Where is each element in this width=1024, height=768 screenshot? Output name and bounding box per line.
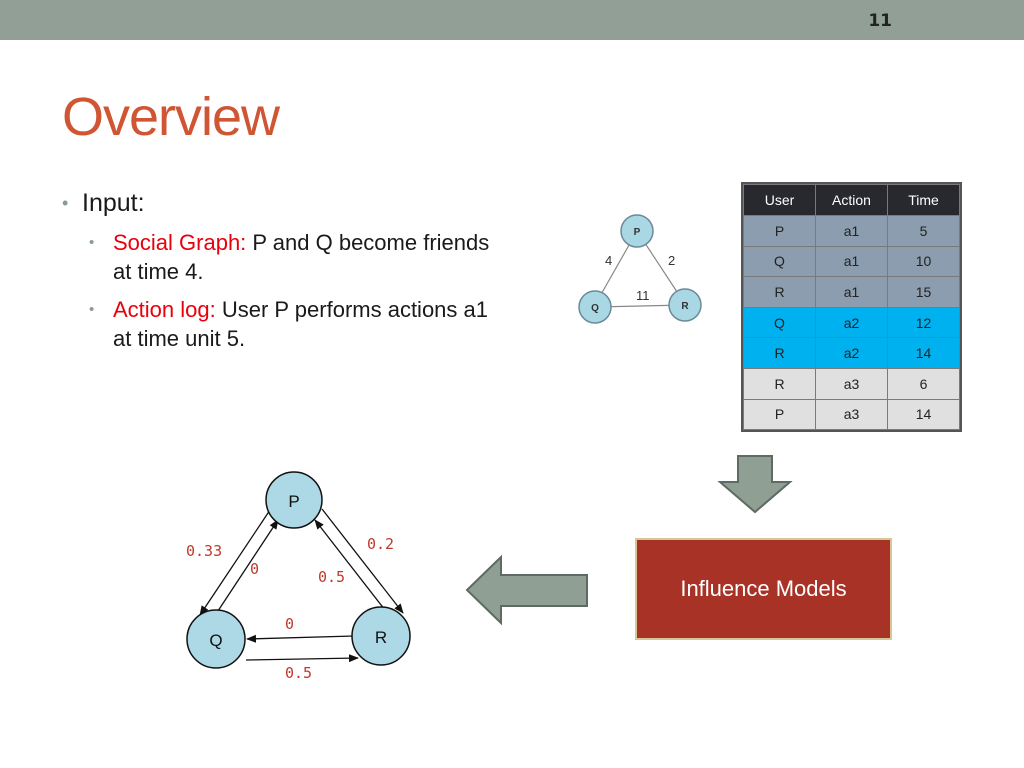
edge-label-r-to-p: 0.5 <box>318 568 345 586</box>
cell-user: R <box>743 276 816 308</box>
cell-time: 14 <box>887 398 960 431</box>
action-log-table: User Action Time P a1 5 Q a1 10 R a1 15 … <box>741 181 962 433</box>
sub-bullet-list: • Social Graph: P and Q become friends a… <box>87 228 502 353</box>
cell-time: 14 <box>887 337 960 369</box>
down-arrow-icon <box>717 455 793 514</box>
node-q <box>578 290 612 324</box>
cell-user: P <box>743 215 816 247</box>
input-label: Input: <box>82 189 145 217</box>
node-p-label: P <box>634 227 641 238</box>
social-graph-label: Social Graph: <box>113 230 247 255</box>
node-r-label: R <box>681 301 689 312</box>
edge-p-to-q <box>199 509 271 616</box>
bullet-list: • Input: • Social Graph: P and Q become … <box>62 186 502 362</box>
node-p <box>620 214 654 248</box>
slide-number: 11 <box>868 11 892 31</box>
top-bar: 11 <box>0 0 1024 40</box>
social-graph-diagram: P Q R 4 2 11 <box>578 214 702 324</box>
slide-title: Overview <box>62 87 280 147</box>
edge-label-q-to-r: 0.5 <box>285 664 312 682</box>
cell-action: a3 <box>815 367 888 400</box>
node-q-label: Q <box>209 631 222 650</box>
header-action: Action <box>815 184 888 216</box>
influence-graph-diagram: P Q R 0.33 0 0.2 0.5 0 0.5 <box>186 471 411 682</box>
edge-p-to-r <box>321 508 404 614</box>
bullet-dot: • <box>89 234 95 251</box>
left-arrow-icon <box>465 554 588 626</box>
cell-user: R <box>743 337 816 369</box>
bullet-action-log: • Action log: User P performs actions a1… <box>87 295 502 353</box>
cell-time: 10 <box>887 245 960 278</box>
action-log-label: Action log: <box>113 297 216 322</box>
table-row: P a3 14 <box>743 398 960 431</box>
cell-action: a3 <box>815 398 888 431</box>
cell-time: 6 <box>887 367 960 400</box>
edge-label-p-to-r: 0.2 <box>367 535 394 553</box>
bullet-social-graph-text: Social Graph: P and Q become friends at … <box>113 228 502 286</box>
bullet-dot: • <box>89 301 95 318</box>
table-row: R a3 6 <box>743 367 960 400</box>
social-graph-text: P and Q become friends at time 4. <box>113 230 490 284</box>
cell-user: R <box>743 367 816 400</box>
edge-label-q-to-p: 0 <box>250 560 259 578</box>
node-r-label: R <box>375 628 387 647</box>
edge-label-p-to-q: 0.33 <box>186 542 222 560</box>
node-p-label: P <box>288 492 299 511</box>
edge-label-qr: 11 <box>636 288 650 303</box>
edge-label-pr: 2 <box>668 253 675 268</box>
node-q-label: Q <box>591 303 599 314</box>
cell-action: a1 <box>815 276 888 308</box>
cell-user: Q <box>743 306 816 339</box>
cell-time: 5 <box>887 215 960 247</box>
node-r <box>351 606 411 666</box>
cell-time: 15 <box>887 276 960 308</box>
edge-label-r-to-q: 0 <box>285 615 294 633</box>
bullet-action-log-text: Action log: User P performs actions a1 a… <box>113 295 502 353</box>
bullet-input: • Input: <box>62 186 502 220</box>
influence-models-box: Influence Models <box>635 538 892 640</box>
table-row: P a1 5 <box>743 215 960 247</box>
cell-user: P <box>743 398 816 431</box>
node-r <box>668 288 702 322</box>
node-p <box>265 471 323 529</box>
node-q <box>186 609 246 669</box>
table-header-row: User Action Time <box>743 184 960 216</box>
table-row: R a2 14 <box>743 337 960 369</box>
cell-action: a1 <box>815 215 888 247</box>
cell-action: a1 <box>815 245 888 278</box>
cell-action: a2 <box>815 337 888 369</box>
edge-q-to-r <box>245 654 359 663</box>
header-user: User <box>743 184 816 216</box>
action-log-text: User P performs actions a1 at time unit … <box>113 297 488 351</box>
edge-r-to-p <box>314 519 393 620</box>
header-time: Time <box>887 184 960 216</box>
cell-action: a2 <box>815 306 888 339</box>
edge-q-to-p <box>211 519 279 621</box>
table-row: R a1 15 <box>743 276 960 308</box>
bullet-dot: • <box>62 193 69 213</box>
edge-r-to-q <box>246 634 355 643</box>
table-row: Q a2 12 <box>743 306 960 339</box>
edge-label-pq: 4 <box>605 253 612 268</box>
cell-user: Q <box>743 245 816 278</box>
bullet-social-graph: • Social Graph: P and Q become friends a… <box>87 228 502 286</box>
table-row: Q a1 10 <box>743 245 960 278</box>
